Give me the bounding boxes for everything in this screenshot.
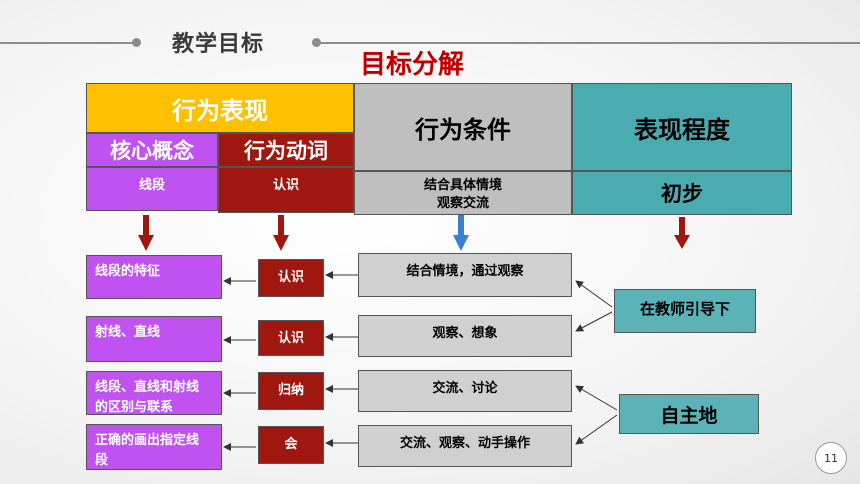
row-2-verb: 认识 [258, 320, 324, 356]
slide-number: 11 [815, 442, 847, 474]
down-arrow-concept [138, 215, 154, 251]
row-3-concept: 线段、直线和射线的区别与联系 [86, 371, 222, 415]
down-arrow-verb [273, 215, 289, 251]
condition-value: 结合具体情境 观察交流 [354, 171, 572, 215]
header-line-right [316, 42, 860, 44]
row-2-condition: 观察、想象 [358, 315, 572, 357]
row-4-verb: 会 [258, 426, 324, 464]
down-arrow-degree [674, 217, 690, 249]
degree-header: 表现程度 [572, 83, 792, 171]
row-2-concept: 射线、直线 [86, 316, 222, 362]
condition-value-line-2: 观察交流 [436, 196, 489, 211]
concept-value: 线段 [86, 167, 218, 211]
header-dot-left [132, 38, 141, 47]
degree-value: 初步 [572, 171, 792, 215]
header-line-left [0, 42, 134, 44]
behavior-header: 行为表现 [86, 83, 354, 133]
row-3-condition: 交流、讨论 [358, 370, 572, 412]
section-title: 教学目标 [172, 32, 265, 57]
row-1-condition: 结合情境，通过观察 [358, 253, 572, 297]
self-directed-box: 自主地 [619, 394, 759, 434]
verb-value: 认识 [218, 167, 354, 213]
teacher-guidance-box: 在教师引导下 [614, 289, 756, 333]
behavior-verb-header: 行为动词 [218, 133, 354, 167]
main-title: 目标分解 [360, 50, 465, 80]
row-1-verb: 认识 [258, 259, 324, 297]
condition-header: 行为条件 [354, 83, 572, 171]
core-concept-header: 核心概念 [86, 133, 218, 167]
condition-value-line-1: 结合具体情境 [423, 178, 502, 193]
row-3-verb: 归纳 [258, 372, 324, 410]
row-4-concept: 正确的画出指定线段 [86, 424, 222, 470]
row-4-condition: 交流、观察、动手操作 [358, 425, 572, 467]
row-1-concept: 线段的特征 [86, 255, 222, 299]
down-arrow-condition [453, 215, 469, 251]
